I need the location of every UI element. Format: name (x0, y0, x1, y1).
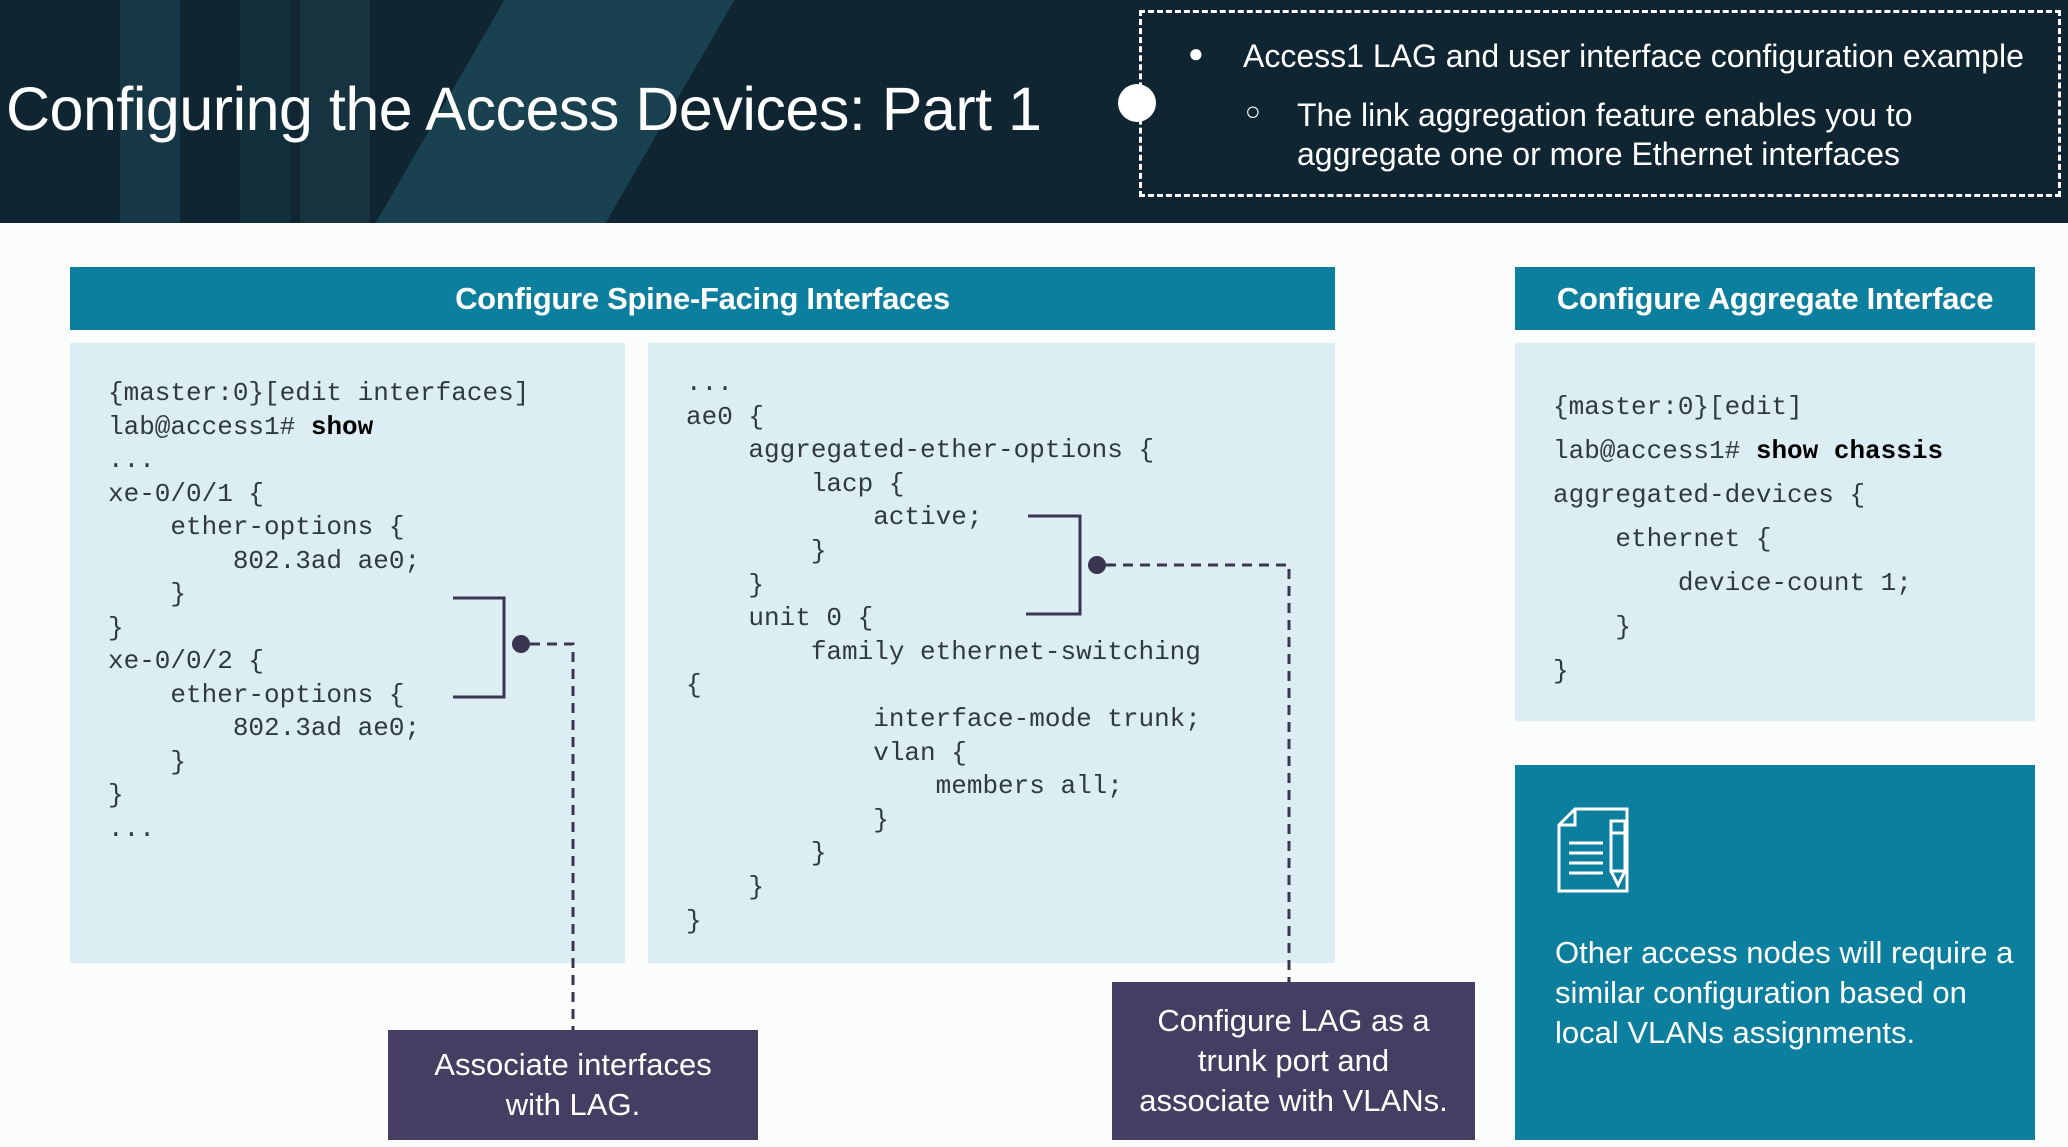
left-code-command: show (310, 411, 374, 442)
header-decor-stripe (120, 0, 180, 223)
aggregate-code-block: {master:0}[edit] lab@access1# show chass… (1553, 385, 1943, 693)
bullet-main-text: Access1 LAG and user interface configura… (1243, 38, 2024, 74)
callout-trunk: Configure LAG as a trunk port and associ… (1112, 982, 1475, 1140)
callout-associate-text: Associate interfaces with LAG. (434, 1047, 712, 1122)
left-code-panel: {master:0}[edit interfaces] lab@access1#… (70, 343, 625, 963)
aggregate-prompt-line: {master:0}[edit] (1553, 392, 1803, 422)
aggregate-section-heading: Configure Aggregate Interface (1515, 267, 2035, 330)
aggregate-command: show chassis (1755, 436, 1944, 466)
right-code-body: ... ae0 { aggregated-ether-options { lac… (686, 368, 1201, 936)
left-code-block: {master:0}[edit interfaces] lab@access1#… (108, 377, 529, 846)
note-text: Other access nodes will require a simila… (1555, 935, 2014, 1050)
note-panel: Other access nodes will require a simila… (1515, 765, 2035, 1140)
callout-trunk-text: Configure LAG as a trunk port and associ… (1139, 1003, 1448, 1118)
trunk-bracket (1026, 514, 1291, 982)
bullet-sub-text: The link aggregation feature enables you… (1297, 97, 1913, 172)
aggregate-prompt: lab@access1# (1553, 436, 1756, 466)
aggregate-code-body: aggregated-devices { ethernet { device-c… (1553, 480, 1912, 686)
spine-section-heading: Configure Spine-Facing Interfaces (70, 267, 1335, 330)
bullet-circle-icon: ○ (1245, 96, 1261, 126)
page-title: Configuring the Access Devices: Part 1 (6, 75, 1042, 143)
aggregate-code-panel: {master:0}[edit] lab@access1# show chass… (1515, 343, 2035, 721)
associate-bracket (453, 596, 575, 1030)
header-decor-stripe (300, 0, 370, 223)
bubble-connector-dot (1118, 84, 1156, 122)
document-pen-icon (1553, 803, 1649, 904)
bullet-dot-icon: ● (1188, 38, 1204, 68)
header-decor-stripe (240, 0, 290, 223)
left-code-prompt-line: {master:0}[edit interfaces] (108, 378, 530, 408)
right-code-block: ... ae0 { aggregated-ether-options { lac… (686, 367, 1201, 938)
callout-associate: Associate interfaces with LAG. (388, 1030, 758, 1140)
left-code-body: ... xe-0/0/1 { ether-options { 802.3ad a… (108, 445, 421, 844)
left-code-prompt: lab@access1# (108, 411, 311, 442)
summary-bubble (1139, 10, 2061, 197)
right-code-panel: ... ae0 { aggregated-ether-options { lac… (648, 343, 1335, 963)
header-banner: Configuring the Access Devices: Part 1 ●… (0, 0, 2068, 223)
